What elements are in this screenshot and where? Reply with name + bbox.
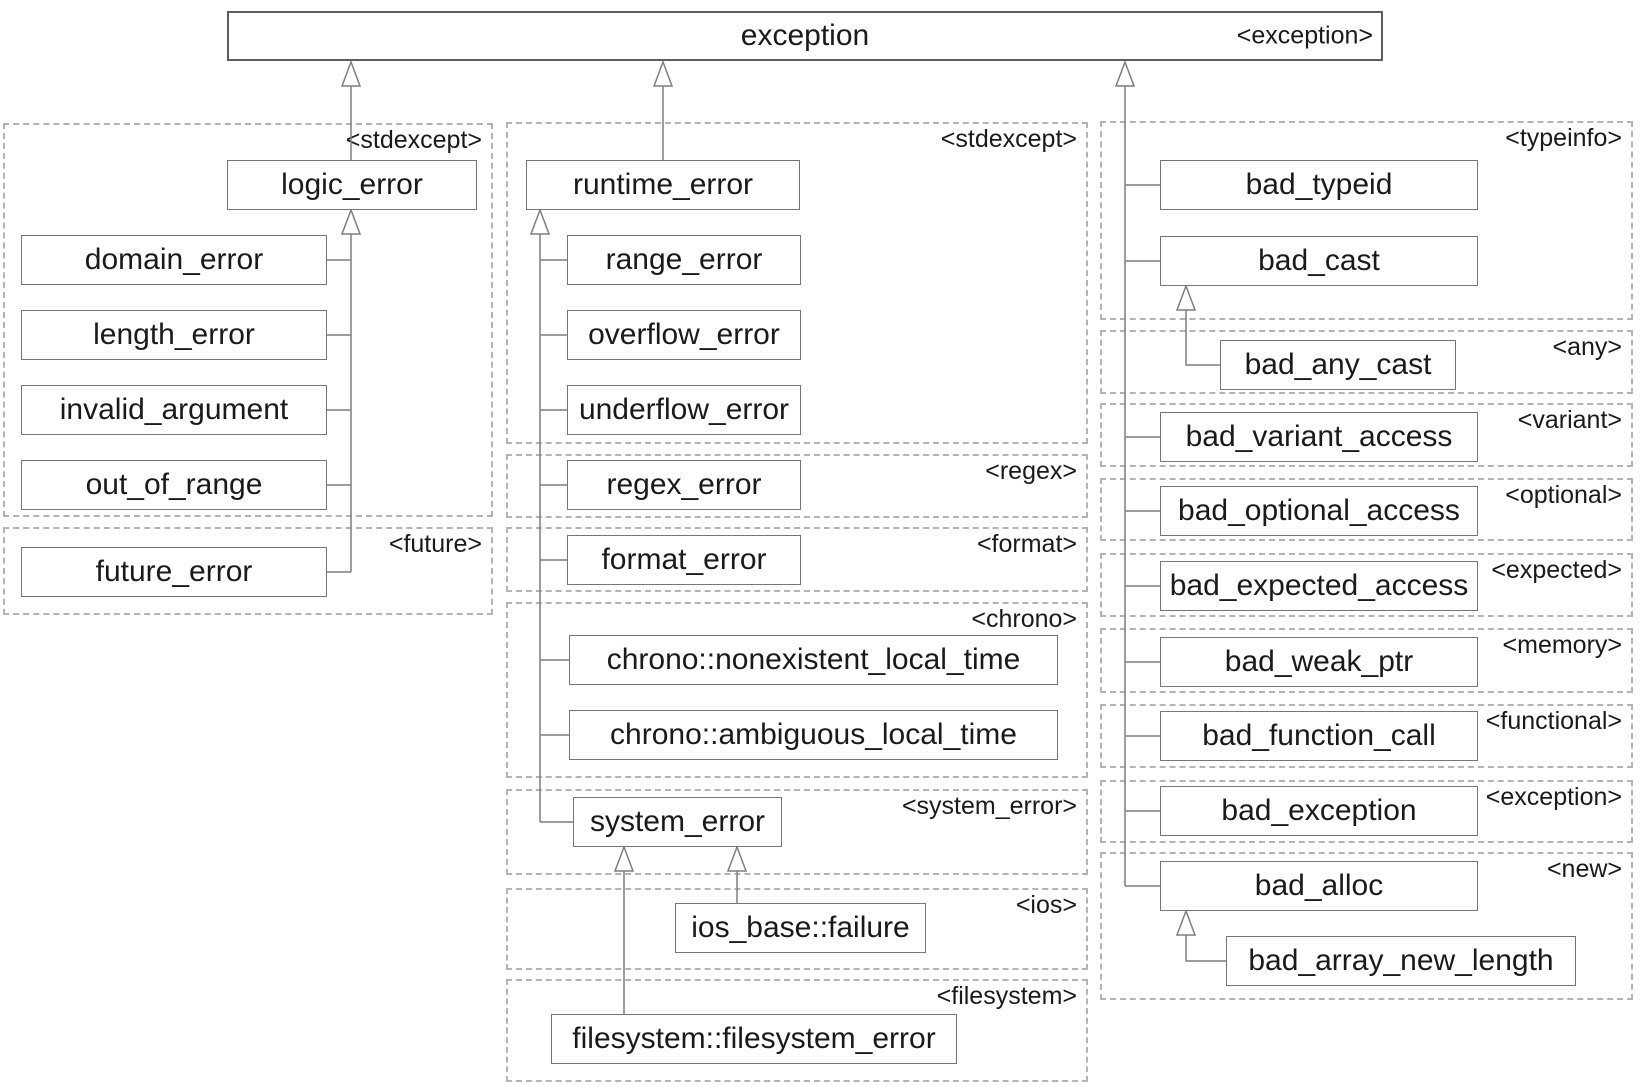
- node-exception-label: exception: [740, 19, 870, 52]
- group-optional: <optional>: [1100, 478, 1633, 541]
- node-bad-cast: bad_cast: [1160, 236, 1478, 286]
- node-label: length_error: [93, 318, 255, 351]
- node-label: bad_any_cast: [1244, 348, 1432, 381]
- node-future-error: future_error: [21, 547, 327, 597]
- node-label: invalid_argument: [59, 393, 289, 426]
- node-label: bad_cast: [1258, 244, 1380, 277]
- group-label-memory: <memory>: [1502, 631, 1622, 659]
- node-logic-error: logic_error: [227, 160, 477, 210]
- node-bad-expected-access: bad_expected_access: [1160, 561, 1478, 611]
- group-memory: <memory>: [1100, 628, 1633, 693]
- node-label: bad_array_new_length: [1248, 944, 1554, 977]
- node-label: range_error: [605, 243, 763, 276]
- node-system-error: system_error: [573, 797, 782, 847]
- node-bad-exception: bad_exception: [1160, 786, 1478, 836]
- node-bad-weak-ptr: bad_weak_ptr: [1160, 637, 1478, 687]
- node-bad-optional-access: bad_optional_access: [1160, 486, 1478, 536]
- arrowhead-to-exception-left: [340, 59, 362, 87]
- header-label-exception: <exception>: [1236, 21, 1373, 50]
- node-label: format_error: [601, 543, 767, 576]
- node-ios-base-failure: ios_base::failure: [675, 903, 926, 953]
- node-bad-any-cast: bad_any_cast: [1220, 340, 1456, 390]
- group-label-variant: <variant>: [1517, 406, 1622, 434]
- node-runtime-error: runtime_error: [526, 160, 800, 210]
- group-label-any: <any>: [1552, 333, 1622, 361]
- node-underflow-error: underflow_error: [567, 385, 801, 435]
- group-label-stdexcept-mid: <stdexcept>: [940, 125, 1077, 153]
- node-label: filesystem::filesystem_error: [572, 1022, 936, 1055]
- arrowhead-to-exception-right: [1114, 59, 1136, 87]
- node-exception: exception <exception>: [227, 11, 1383, 61]
- node-bad-function-call: bad_function_call: [1160, 711, 1478, 761]
- node-overflow-error: overflow_error: [567, 310, 801, 360]
- node-bad-alloc: bad_alloc: [1160, 861, 1478, 911]
- node-label: regex_error: [606, 468, 762, 501]
- node-label: bad_function_call: [1202, 719, 1436, 752]
- group-label-ios: <ios>: [1015, 891, 1077, 919]
- node-bad-typeid: bad_typeid: [1160, 160, 1478, 210]
- node-regex-error: regex_error: [567, 460, 801, 510]
- node-label: ios_base::failure: [691, 911, 910, 944]
- node-label: domain_error: [84, 243, 264, 276]
- group-label-future: <future>: [388, 530, 482, 558]
- node-chrono-nonexistent-local-time: chrono::nonexistent_local_time: [569, 635, 1058, 685]
- node-label: bad_exception: [1221, 794, 1417, 827]
- group-label-new: <new>: [1546, 855, 1622, 883]
- node-bad-array-new-length: bad_array_new_length: [1226, 936, 1576, 986]
- node-range-error: range_error: [567, 235, 801, 285]
- node-chrono-ambiguous-local-time: chrono::ambiguous_local_time: [569, 710, 1058, 760]
- group-new: <new>: [1100, 852, 1633, 1000]
- group-typeinfo: <typeinfo>: [1100, 121, 1633, 320]
- node-label: bad_typeid: [1245, 168, 1393, 201]
- node-label: runtime_error: [572, 168, 754, 201]
- group-functional: <functional>: [1100, 704, 1633, 768]
- node-label: chrono::ambiguous_local_time: [610, 718, 1017, 751]
- node-filesystem-filesystem-error: filesystem::filesystem_error: [551, 1014, 957, 1064]
- node-label: logic_error: [281, 168, 423, 201]
- node-format-error: format_error: [567, 535, 801, 585]
- group-exception-right: <exception>: [1100, 780, 1633, 843]
- node-label: underflow_error: [578, 393, 790, 426]
- node-label: bad_expected_access: [1169, 569, 1469, 602]
- group-label-optional: <optional>: [1505, 481, 1622, 509]
- group-label-filesystem: <filesystem>: [936, 982, 1077, 1010]
- node-label: system_error: [589, 805, 766, 838]
- group-label-stdexcept-left: <stdexcept>: [345, 126, 482, 154]
- node-label: out_of_range: [85, 468, 263, 501]
- node-bad-variant-access: bad_variant_access: [1160, 412, 1478, 462]
- node-label: overflow_error: [588, 318, 780, 351]
- node-label: bad_alloc: [1254, 869, 1384, 902]
- node-label: bad_variant_access: [1185, 420, 1453, 453]
- node-label: bad_weak_ptr: [1224, 645, 1414, 678]
- group-label-expected: <expected>: [1491, 556, 1622, 584]
- node-label: future_error: [95, 555, 253, 588]
- group-expected: <expected>: [1100, 553, 1633, 617]
- node-label: bad_optional_access: [1178, 494, 1460, 527]
- group-label-regex: <regex>: [985, 457, 1077, 485]
- node-domain-error: domain_error: [21, 235, 327, 285]
- node-length-error: length_error: [21, 310, 327, 360]
- group-label-typeinfo: <typeinfo>: [1505, 124, 1622, 152]
- node-out-of-range: out_of_range: [21, 460, 327, 510]
- group-label-system-error: <system_error>: [901, 792, 1077, 820]
- group-label-exception-right: <exception>: [1485, 783, 1622, 811]
- node-invalid-argument: invalid_argument: [21, 385, 327, 435]
- node-label: chrono::nonexistent_local_time: [606, 643, 1021, 676]
- group-label-functional: <functional>: [1485, 707, 1622, 735]
- group-label-format: <format>: [976, 530, 1077, 558]
- arrowhead-to-exception-mid: [652, 59, 674, 87]
- group-label-chrono: <chrono>: [971, 605, 1077, 633]
